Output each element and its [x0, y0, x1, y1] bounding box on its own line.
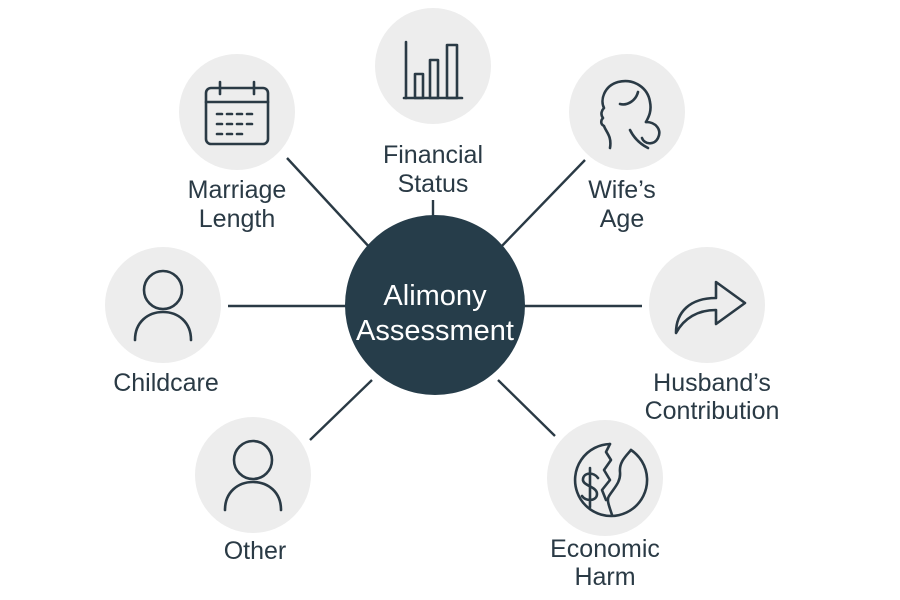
factor-childcare: Childcare — [105, 247, 221, 397]
bar-chart-icon — [402, 40, 464, 100]
factor-label-line1: Childcare — [113, 369, 219, 397]
factor-wifes-age: Wife’s Age — [569, 54, 685, 233]
center-title-line1: Alimony — [383, 280, 487, 312]
factor-label-line2: Status — [398, 170, 469, 198]
factor-other: Other — [195, 417, 311, 565]
factor-label-line1: Economic — [550, 535, 660, 563]
factor-label-line1: Financial — [383, 141, 483, 169]
factor-label-line1: Other — [224, 537, 287, 565]
factor-husbands-contribution: Husband’s Contribution — [645, 247, 780, 425]
connector-other — [309, 379, 373, 441]
connector-economic-harm — [497, 379, 556, 437]
connector-wifes-age — [497, 159, 586, 251]
woman-profile-icon — [599, 79, 661, 150]
factor-label-line2: Age — [600, 205, 644, 233]
connectors — [228, 157, 642, 441]
factor-label-line1: Husband’s — [653, 369, 771, 397]
center-node: Alimony Assessment — [345, 215, 525, 395]
factor-marriage-length: Marriage Length — [179, 54, 295, 233]
factor-economic-harm: Economic Harm — [547, 420, 663, 591]
factor-label-line2: Harm — [574, 563, 635, 591]
factor-label-line1: Marriage — [188, 176, 287, 204]
person-icon — [223, 439, 283, 512]
factor-label-line2: Contribution — [645, 397, 780, 425]
broken-dollar-icon — [573, 442, 649, 518]
factor-label-line1: Wife’s — [588, 176, 656, 204]
calendar-icon — [204, 80, 270, 146]
center-circle — [345, 215, 525, 395]
person-icon — [133, 269, 193, 342]
factor-financial-status: Financial Status — [375, 8, 491, 198]
connector-marriage-length — [286, 157, 373, 251]
center-title-line2: Assessment — [356, 315, 514, 347]
factor-label-line2: Length — [199, 205, 275, 233]
arrow-share-icon — [674, 280, 747, 335]
